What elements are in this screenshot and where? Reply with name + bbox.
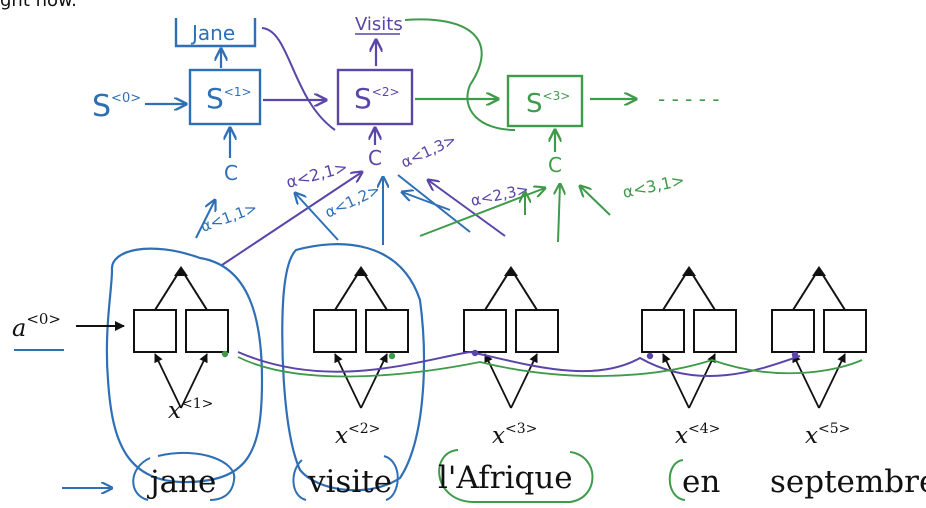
decoder-state-box-1	[188, 68, 262, 126]
output-word-jane: Jane	[190, 21, 235, 45]
context-2-label: C	[368, 146, 382, 170]
encoder-backward-cell-2	[365, 309, 409, 353]
cell-input-arrow-forward-1	[154, 353, 182, 409]
decoder-state-box-2	[336, 68, 414, 126]
decoder-state-box-3	[506, 74, 584, 128]
cell-output-link-forward-2	[334, 271, 360, 311]
link-dot-green-1	[221, 350, 229, 358]
decoder-state-label-3: S<3>	[526, 89, 570, 119]
encoder-cells	[133, 266, 867, 409]
attention-arrow-2-2	[295, 193, 339, 241]
input-word-en: en	[682, 464, 720, 500]
input-label-3: x<3>	[492, 421, 537, 449]
continuation-dots: - - - - -	[658, 87, 720, 111]
cell-input-arrow-forward-5	[792, 353, 820, 409]
encoder-backward-cell-1	[185, 309, 229, 353]
cell-output-link-backward-4	[690, 271, 716, 311]
input-word-lafrique: l'Afrique	[438, 460, 573, 496]
feedback-jane-to-s2	[261, 27, 336, 131]
encoder-forward-cell-5	[771, 309, 815, 353]
word-circle-lafrique	[438, 449, 594, 503]
cell-input-arrow-forward-2	[334, 353, 362, 409]
encoder-forward-cell-1	[133, 309, 177, 353]
input-label-5: x<5>	[805, 421, 850, 449]
input-word-septembre: septembre	[770, 464, 926, 500]
output-word-visits: Visits	[355, 14, 403, 35]
word-mark-en	[668, 459, 686, 501]
feedback-visits-to-s3	[404, 18, 516, 131]
cropped-caption-text: ght now.	[0, 0, 77, 11]
cell-input-arrow-backward-2	[360, 353, 388, 409]
context-1-label: C	[224, 161, 238, 185]
encoder-backward-cell-4	[693, 309, 737, 353]
cell-input-arrow-forward-4	[662, 353, 690, 409]
attention-weight-alpha-2-3: α<1,3>	[398, 130, 459, 171]
input-label-4: x<4>	[675, 421, 720, 449]
attention-weight-alpha-3-1: α<3,1>	[621, 170, 686, 202]
input-label-1: x<1>	[168, 396, 213, 424]
cell-input-arrow-backward-3	[510, 353, 538, 409]
decoder-state-label-2: S<2>	[354, 82, 400, 115]
attention-weight-alpha-2-2: α<1,2>	[322, 180, 383, 221]
link-dot-5	[791, 351, 799, 359]
cell-input-arrow-backward-4	[688, 353, 716, 409]
backward-recurrent-links	[237, 356, 863, 378]
attention-layer: α<1,1> α<2,1> α<1,2> α<1,3> α<2,3> α<3,1…	[195, 130, 686, 266]
encoder-backward-cell-5	[823, 309, 867, 353]
attention-arrow-3-4	[580, 186, 611, 216]
initial-activation-label: a<0>	[12, 310, 61, 342]
cell-output-link-backward-2	[362, 271, 388, 311]
link-dot-4	[646, 352, 654, 360]
attention-arrow-2-5	[428, 180, 506, 237]
output-box-jane	[174, 18, 257, 48]
encoder-forward-cell-3	[463, 309, 507, 353]
cell-output-arrowhead-2	[354, 266, 368, 276]
encoder-forward-cell-4	[641, 309, 685, 353]
forward-recurrent-links	[237, 350, 801, 377]
cell-input-arrow-backward-1	[180, 353, 208, 409]
cell-input-arrow-forward-3	[484, 353, 512, 409]
context-3-label: C	[548, 153, 562, 177]
attention-arrow-2-1	[221, 172, 362, 266]
cell-output-arrowhead-3	[504, 266, 518, 276]
link-dot-green-2	[388, 352, 396, 360]
cell-output-link-backward-3	[512, 271, 538, 311]
input-word-jane: jane	[147, 464, 216, 500]
decoder-layer: Jane S<0> S<1> C Visits S<2> C S<3>	[92, 14, 720, 185]
attention-arrow-1-1	[195, 200, 215, 239]
encoder-forward-cell-2	[313, 309, 357, 353]
attention-arrow-2-6	[397, 174, 471, 233]
encoder-layer: a<0> x<1> x<2> x<3> x<4> x<5> jane visit…	[12, 243, 926, 503]
cell-output-link-forward-5	[792, 271, 818, 311]
encoder-highlight-1	[105, 247, 264, 484]
cell-output-arrowhead-1	[174, 266, 188, 276]
input-word-visite: visite	[307, 464, 392, 500]
word-circle-visite	[292, 455, 399, 501]
cell-output-link-forward-3	[484, 271, 510, 311]
attention-weight-alpha-1-1: α<1,1>	[198, 199, 259, 236]
decoder-state-label-1: S<1>	[206, 82, 252, 115]
input-label-2: x<2>	[335, 421, 380, 449]
attention-arrow-2-4	[402, 192, 451, 211]
cell-output-link-backward-1	[182, 271, 208, 311]
initial-state-label: S<0>	[92, 89, 141, 124]
cell-output-link-forward-1	[154, 271, 180, 311]
encoder-highlight-2	[281, 243, 426, 492]
cell-output-arrowhead-5	[812, 266, 826, 276]
cell-input-arrow-backward-5	[818, 353, 846, 409]
cell-output-arrowhead-4	[682, 266, 696, 276]
word-circle-jane	[132, 451, 236, 501]
link-dot-3	[471, 349, 479, 357]
encoder-backward-cell-3	[515, 309, 559, 353]
attention-arrow-3-3	[558, 184, 560, 243]
cell-output-link-backward-5	[820, 271, 846, 311]
cell-output-link-forward-4	[662, 271, 688, 311]
